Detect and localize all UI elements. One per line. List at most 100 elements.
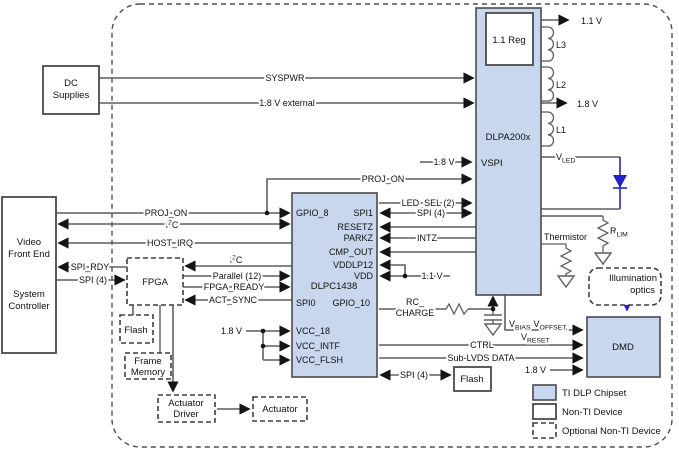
intz-label: INTZ [417, 233, 437, 243]
v11-label: 1.1 V [581, 16, 602, 26]
reg-1-1-label: 1.1 Reg [492, 35, 525, 46]
video-fe-label: Video [17, 237, 41, 248]
flash-optional-block [119, 314, 154, 344]
flash-block [453, 366, 492, 392]
act-sync-label: ACT_SYNC [209, 295, 258, 305]
rlim-label: RLIM [610, 226, 628, 239]
l1-label: L1 [556, 125, 566, 135]
pin-spi0: SPI0 [296, 298, 316, 308]
pin-vddlp12: VDDLP12 [333, 260, 373, 270]
legend-optional-non-ti-label: Optional Non-TI Device [562, 426, 661, 437]
junction-dot [260, 343, 266, 349]
actuator-driver-block [157, 394, 216, 423]
pin-resetz: RESETZ [337, 222, 373, 232]
dlpc1438-block [291, 192, 378, 378]
legend-ti-chipset-label: TI DLP Chipset [562, 388, 627, 399]
junction-dot [402, 273, 408, 279]
chipset-boundary [111, 3, 673, 448]
system-controller-label: System [13, 289, 45, 300]
i2c-fpga-label: I2C [230, 255, 243, 266]
pin-vccintf: VCC_INTF [296, 341, 341, 351]
frame-memory-label: Memory [131, 367, 166, 378]
vddlp12-line [379, 259, 406, 276]
pin-vccflsh: VCC_FLSH [296, 355, 343, 365]
parallel12-label: Parallel (12) [213, 271, 262, 281]
fpga-label: FPGA [142, 277, 169, 288]
rlim-resistor-icon [596, 216, 610, 252]
dc-supplies-block [42, 65, 100, 115]
pin-parkz: PARKZ [344, 233, 374, 243]
l3-coil [547, 26, 555, 62]
signal-labels: SYSPWR 1.8 V external 1.1 V 1.8 V L3 L2 … [69, 14, 630, 382]
vled-label: VLED [556, 152, 575, 165]
ctrl-label: CTRL [470, 340, 494, 350]
led-sel-label: LED_SEL (2) [402, 198, 455, 208]
pin-gpio8: GPIO_8 [296, 208, 329, 218]
illumination-optics-label: optics [630, 285, 655, 296]
actuator-label: Actuator [262, 404, 297, 415]
v18-external-label: 1.8 V external [259, 98, 315, 108]
spi4-label: SPI (4) [79, 275, 107, 285]
fpga-block [126, 257, 184, 306]
ground-icon [556, 275, 576, 289]
junction-dot [490, 306, 496, 312]
dmd-label: DMD [612, 342, 634, 353]
video-front-end-block [1, 196, 57, 354]
rc-resistor-icon [445, 302, 469, 316]
pin-labels: GPIO_8 SPI1 RESETZ PARKZ CMP_OUT VDDLP12… [296, 208, 373, 365]
proj-on-top-line [266, 173, 473, 213]
fpga-ready-label: FPGA_READY [204, 282, 265, 292]
dc-supplies-label: DC [64, 78, 78, 89]
led-diode-icon [613, 175, 627, 188]
frame-memory-label: Frame [134, 356, 161, 367]
l3-label: L3 [556, 40, 566, 50]
v18-label: 1.8 V [577, 99, 598, 109]
spi4-dlpa-label: SPI (4) [417, 208, 445, 218]
legend-non-ti-label: Non-TI Device [562, 407, 623, 418]
rc-charge-label: CHARGE [396, 308, 435, 318]
junction-dot [260, 328, 266, 334]
v11-vdd-label: 1.1 V [421, 271, 442, 281]
illumination-optics-block [588, 267, 662, 306]
l1-coil [547, 111, 555, 147]
v18-vspi-label: 1.8 V [433, 157, 454, 167]
rc-charge-label: RC_ [406, 297, 425, 307]
flash-label: Flash [460, 374, 483, 385]
host-irq-label: HOST_IRQ [147, 238, 193, 248]
dc-supplies-label: Supplies [53, 90, 90, 101]
vreset-label: VRESET [521, 332, 550, 345]
vspi-label: VSPI [481, 158, 503, 169]
syspwr-label: SYSPWR [265, 73, 305, 83]
reg-1-1-block [485, 12, 534, 66]
legend-ti-chipset-swatch [532, 384, 557, 401]
actuator-block [252, 396, 308, 422]
dlpc1438-label: DLPC1438 [311, 281, 357, 292]
spi-rdy-label: SPI_RDY [71, 262, 110, 272]
system-controller-label: Controller [8, 301, 49, 312]
pin-spi1: SPI1 [353, 208, 373, 218]
pin-vcc18: VCC_18 [296, 326, 330, 336]
video-fe-label: Front End [8, 249, 50, 260]
l2-coil [547, 66, 555, 102]
v18-dmd-label: 1.8 V [525, 365, 546, 375]
i2c-label: I2C [166, 220, 179, 231]
dlpa200x-label: DLPA200x [486, 132, 531, 143]
actuator-driver-label: Driver [173, 409, 198, 420]
legend-non-ti-swatch [532, 403, 557, 420]
ground-icon [593, 252, 613, 266]
ground-icon [483, 323, 503, 337]
pin-vdd: VDD [354, 271, 374, 281]
junction-dot [264, 210, 270, 216]
thermistor-label: Thermistor [544, 232, 587, 242]
blocks: DC Supplies Video Front End System Contr… [1, 7, 662, 423]
illumination-optics-label: Illumination [609, 273, 657, 284]
actuator-driver-label: Actuator [168, 398, 203, 409]
vbias-line [504, 295, 584, 336]
proj-on-top-label: PROJ_ON [362, 174, 405, 184]
flash-optional-label: Flash [124, 325, 147, 336]
pin-gpio10: GPIO_10 [332, 298, 370, 308]
sub-lvds-label: Sub-LVDS DATA [447, 353, 514, 363]
